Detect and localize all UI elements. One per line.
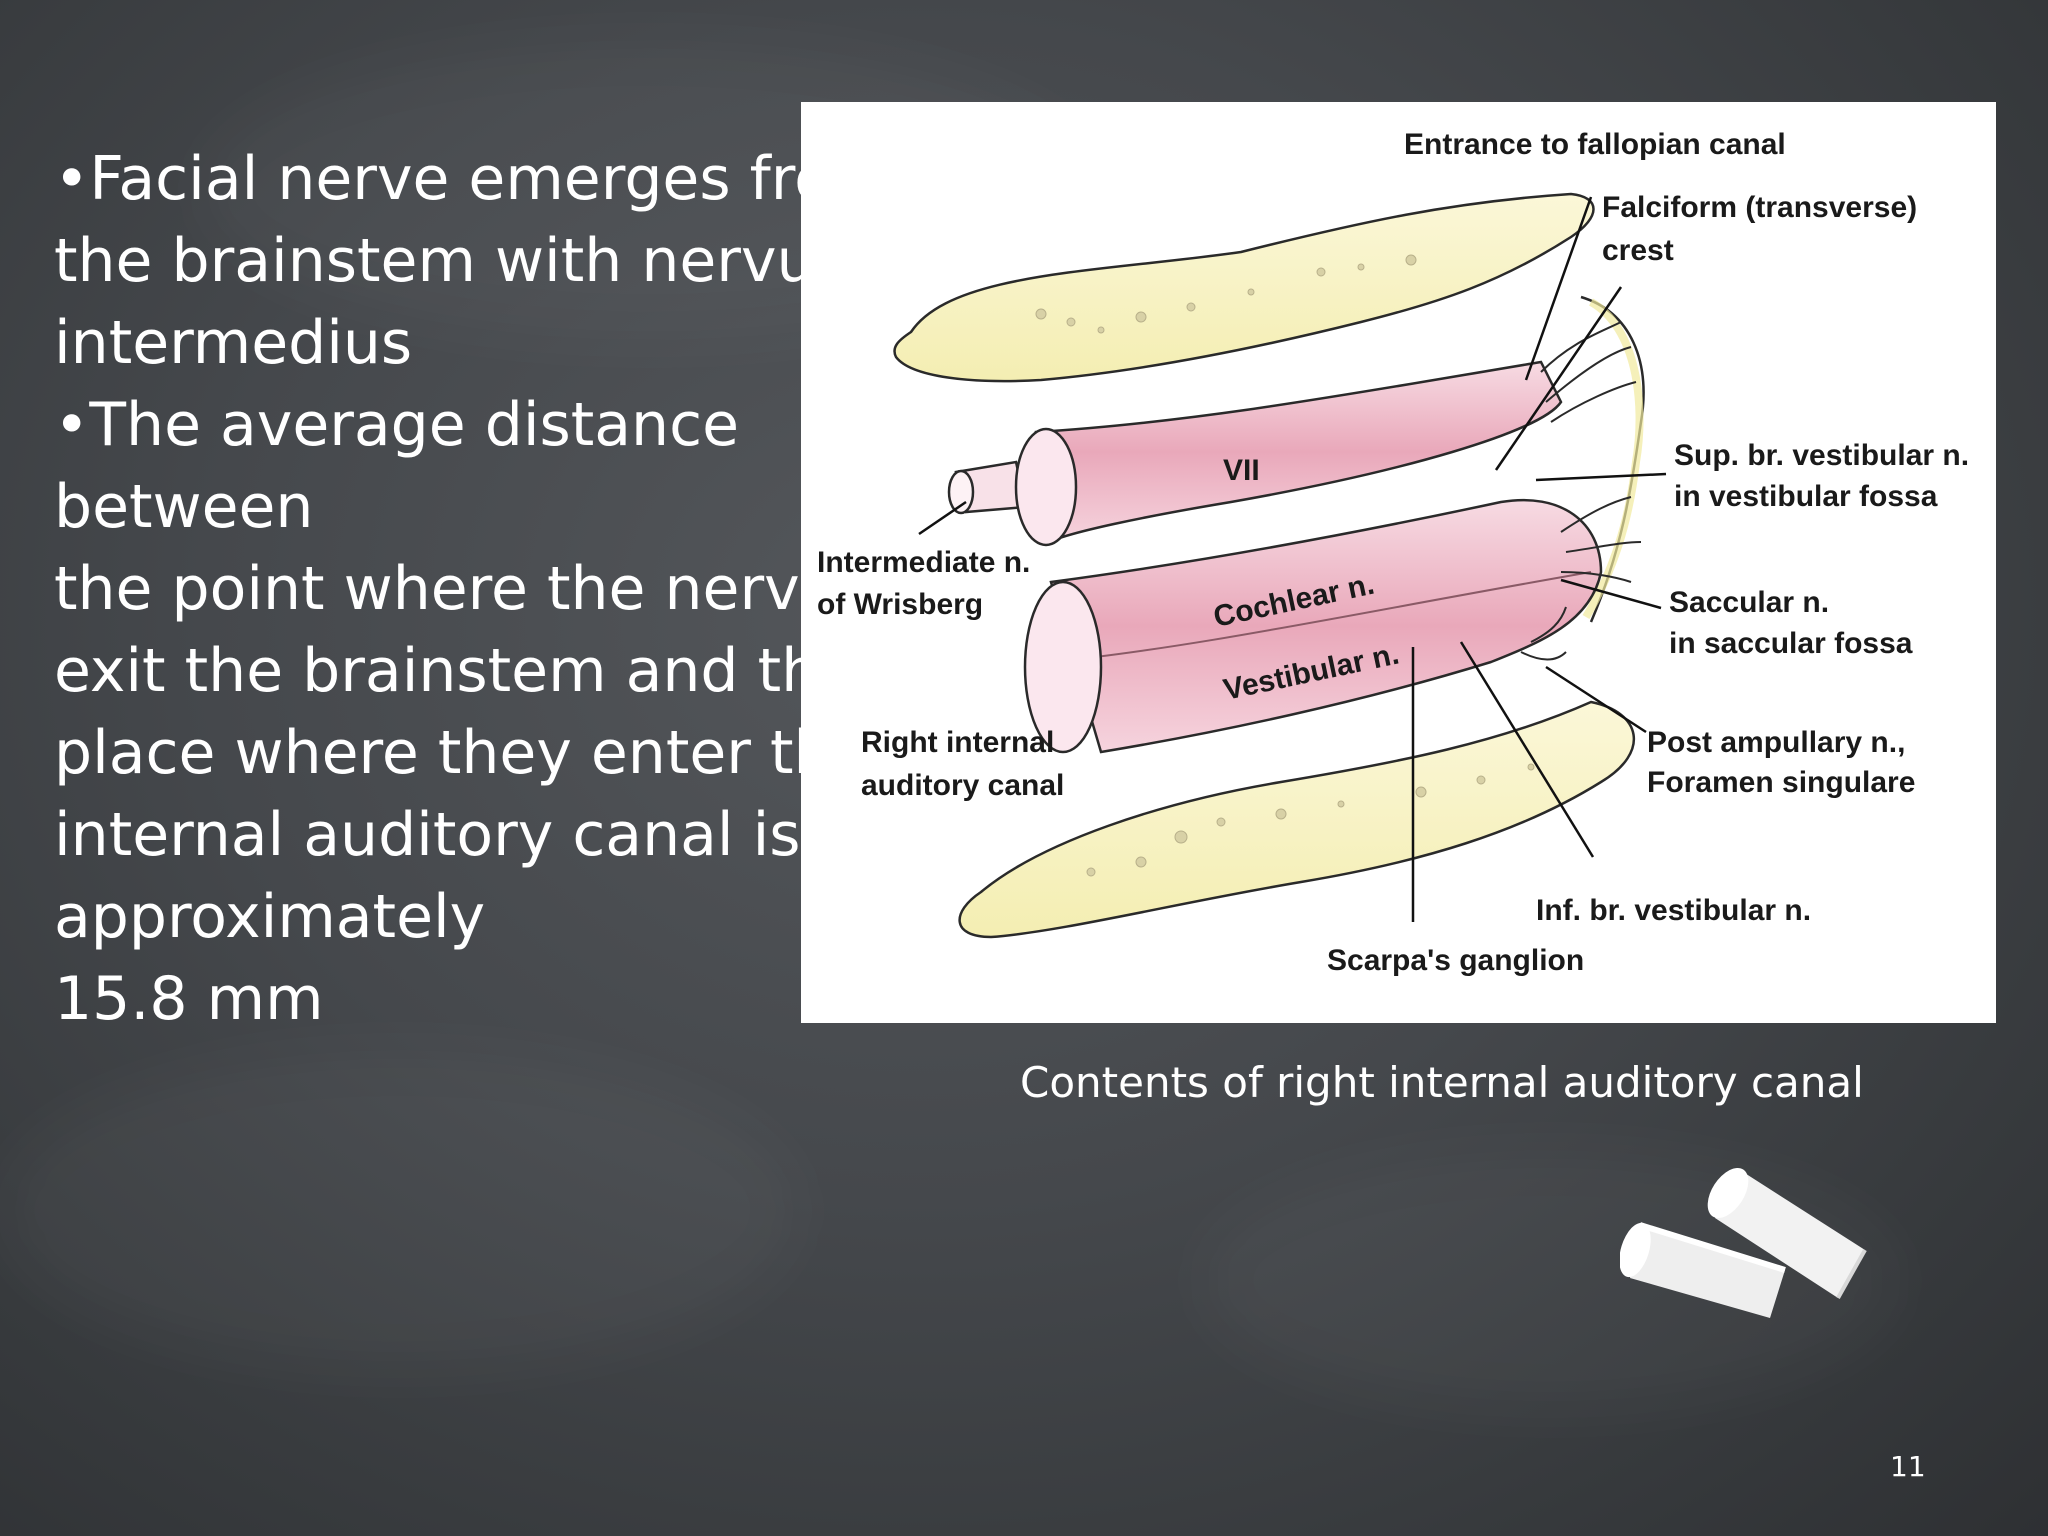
facial-nerve-trunk: [1034, 360, 1563, 544]
label-post-ampullary-2: Foramen singulare: [1647, 766, 1915, 799]
chalk-pieces-image: [1620, 1167, 1867, 1318]
label-post-ampullary: Post ampullary n.,: [1647, 726, 1905, 759]
text-line: approximately: [54, 882, 486, 952]
text-line: the point where the nerves: [54, 554, 834, 624]
upper-canal-wall: [893, 192, 1595, 383]
text-line: place where they enter the: [54, 718, 834, 788]
label-saccular-2: in saccular fossa: [1669, 627, 1913, 660]
chalk-piece: [1620, 1222, 1786, 1318]
label-sup-branch-2: in vestibular fossa: [1674, 480, 1938, 513]
label-intermediate-2: of Wrisberg: [817, 588, 983, 621]
label-entrance: Entrance to fallopian canal: [1404, 128, 1786, 161]
label-right-canal-2: auditory canal: [861, 769, 1064, 802]
page-number: 11: [1890, 1450, 1926, 1483]
text-line: exit the brainstem and the: [54, 636, 834, 706]
label-inf-branch: Inf. br. vestibular n.: [1536, 894, 1811, 927]
text-line: 15.8 mm: [54, 964, 324, 1034]
label-scarpa: Scarpa's ganglion: [1327, 944, 1584, 977]
label-saccular: Saccular n.: [1669, 586, 1829, 619]
text-line: the brainstem with nervus: [54, 226, 834, 296]
lower-canal-wall: [958, 700, 1636, 939]
text-line: •Facial nerve emerges from: [54, 144, 834, 214]
anatomy-diagram: Entrance to fallopian canal Falciform (t…: [817, 128, 1969, 977]
bullet-text-block: •Facial nerve emerges from the brainstem…: [54, 138, 834, 1040]
text-line: •The average distance: [54, 390, 739, 460]
cochleovestibular-trunk: [1049, 498, 1603, 754]
label-vii: VII: [1223, 454, 1260, 487]
chalk-piece: [1707, 1167, 1867, 1299]
text-line: intermedius: [54, 308, 413, 378]
label-right-canal: Right internal: [861, 726, 1054, 759]
label-intermediate: Intermediate n.: [817, 546, 1030, 579]
label-falciform: Falciform (transverse): [1602, 191, 1917, 224]
text-line: internal auditory canal is: [54, 800, 801, 870]
chalk-smudge: [0, 1050, 800, 1370]
label-sup-branch: Sup. br. vestibular n.: [1674, 439, 1969, 472]
anatomy-figure: Entrance to fallopian canal Falciform (t…: [801, 102, 1996, 1023]
label-falciform-2: crest: [1602, 234, 1674, 267]
text-line: between: [54, 472, 314, 542]
figure-caption: Contents of right internal auditory cana…: [1020, 1058, 1864, 1107]
